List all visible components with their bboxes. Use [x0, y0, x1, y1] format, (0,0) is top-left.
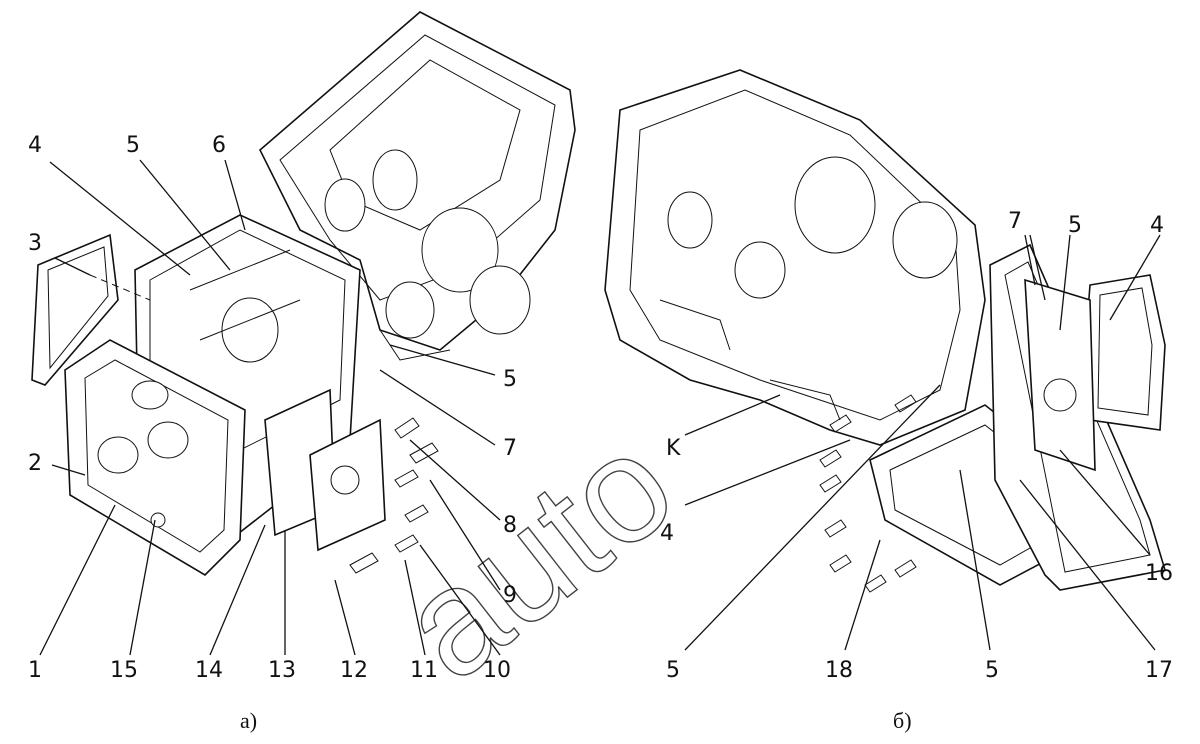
label-12-a: 12: [340, 658, 368, 683]
label-13-a: 13: [268, 658, 296, 683]
side-cover: [264, 388, 386, 552]
label-10-a: 10: [483, 658, 511, 683]
label-14-a: 14: [195, 658, 223, 683]
bolts-b: [819, 394, 917, 593]
label-17-b: 17: [1145, 658, 1173, 683]
label-4a-b: 4: [1150, 213, 1164, 238]
label-3-a: 3: [28, 231, 42, 256]
label-5c-b: 5: [985, 658, 999, 683]
label-1-a: 1: [28, 658, 42, 683]
gearbox-housing-b: [604, 69, 986, 446]
gearbox-housing-a: [259, 11, 576, 361]
leader-lines-b: [684, 234, 1161, 651]
label-5-a: 5: [126, 133, 140, 158]
gasket-4-b: [1084, 274, 1166, 431]
label-5a-b: 5: [1068, 213, 1082, 238]
label-11-a: 11: [410, 658, 438, 683]
label-6-a: 6: [212, 133, 226, 158]
figure-a-drawing: 4 5 6 3 2 5 7 8 9 1 15 14 13 12 11 10 а): [28, 11, 576, 733]
label-18-b: 18: [825, 658, 853, 683]
label-5b-a: 5: [503, 367, 517, 392]
label-4-a: 4: [28, 133, 42, 158]
label-15-a: 15: [110, 658, 138, 683]
label-16-b: 16: [1145, 561, 1173, 586]
label-8-a: 8: [503, 513, 517, 538]
label-7-b: 7: [1008, 209, 1022, 234]
bolts-a: [349, 417, 439, 574]
cover-17: [1024, 278, 1096, 472]
label-5b-b: 5: [666, 658, 680, 683]
leader-lines-a: [39, 159, 501, 656]
label-4b-b: 4: [660, 521, 674, 546]
label-K-b: K: [666, 436, 681, 461]
gasket-3: [31, 233, 119, 386]
label-9-a: 9: [503, 583, 517, 608]
caption-b: б): [893, 708, 912, 733]
label-7-a: 7: [503, 436, 517, 461]
label-2-a: 2: [28, 451, 42, 476]
figure-b-drawing: 7 5 4 K 4 16 5 18 5 17 б): [604, 69, 1173, 733]
caption-a: а): [240, 708, 257, 733]
